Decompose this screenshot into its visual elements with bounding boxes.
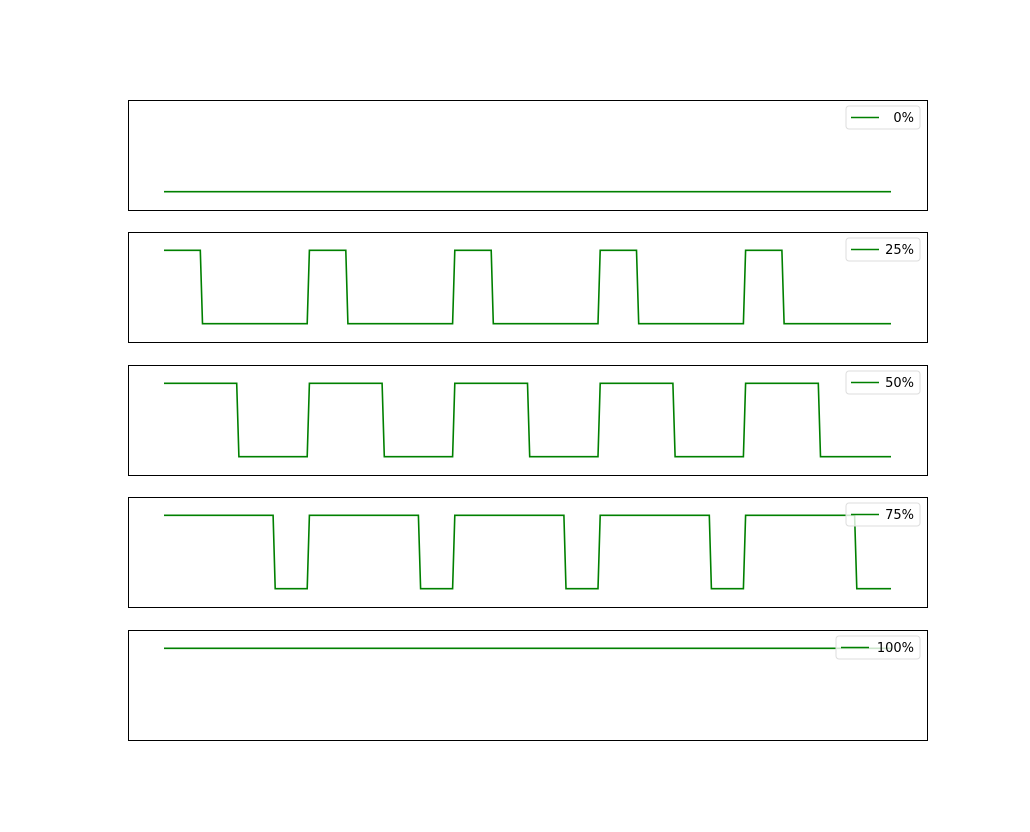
legend: 25% [845, 237, 921, 262]
subplot-2: 25% [128, 232, 928, 343]
subplot-4: 75% [128, 497, 928, 608]
legend-label: 25% [885, 243, 914, 258]
series-line-2 [164, 249, 891, 325]
series-line-3 [164, 382, 891, 458]
subplot-3: 50% [128, 365, 928, 476]
legend-box [845, 237, 921, 262]
axes-frame [128, 232, 928, 343]
axes-frame [128, 630, 928, 741]
axes-frame [128, 497, 928, 608]
legend-box [845, 105, 921, 130]
legend-label: 100% [877, 641, 914, 656]
legend-label: 50% [885, 376, 914, 391]
legend-label: 75% [885, 508, 914, 523]
axes-frame [128, 100, 928, 211]
legend: 75% [845, 502, 921, 527]
subplot-5: 100% [128, 630, 928, 741]
legend-box [835, 635, 921, 660]
legend-label: 0% [893, 111, 914, 126]
legend: 100% [835, 635, 921, 660]
legend: 0% [845, 105, 921, 130]
legend: 50% [845, 370, 921, 395]
legend-box [845, 370, 921, 395]
subplot-1: 0% [128, 100, 928, 211]
series-line-4 [164, 514, 891, 590]
legend-box [845, 502, 921, 527]
